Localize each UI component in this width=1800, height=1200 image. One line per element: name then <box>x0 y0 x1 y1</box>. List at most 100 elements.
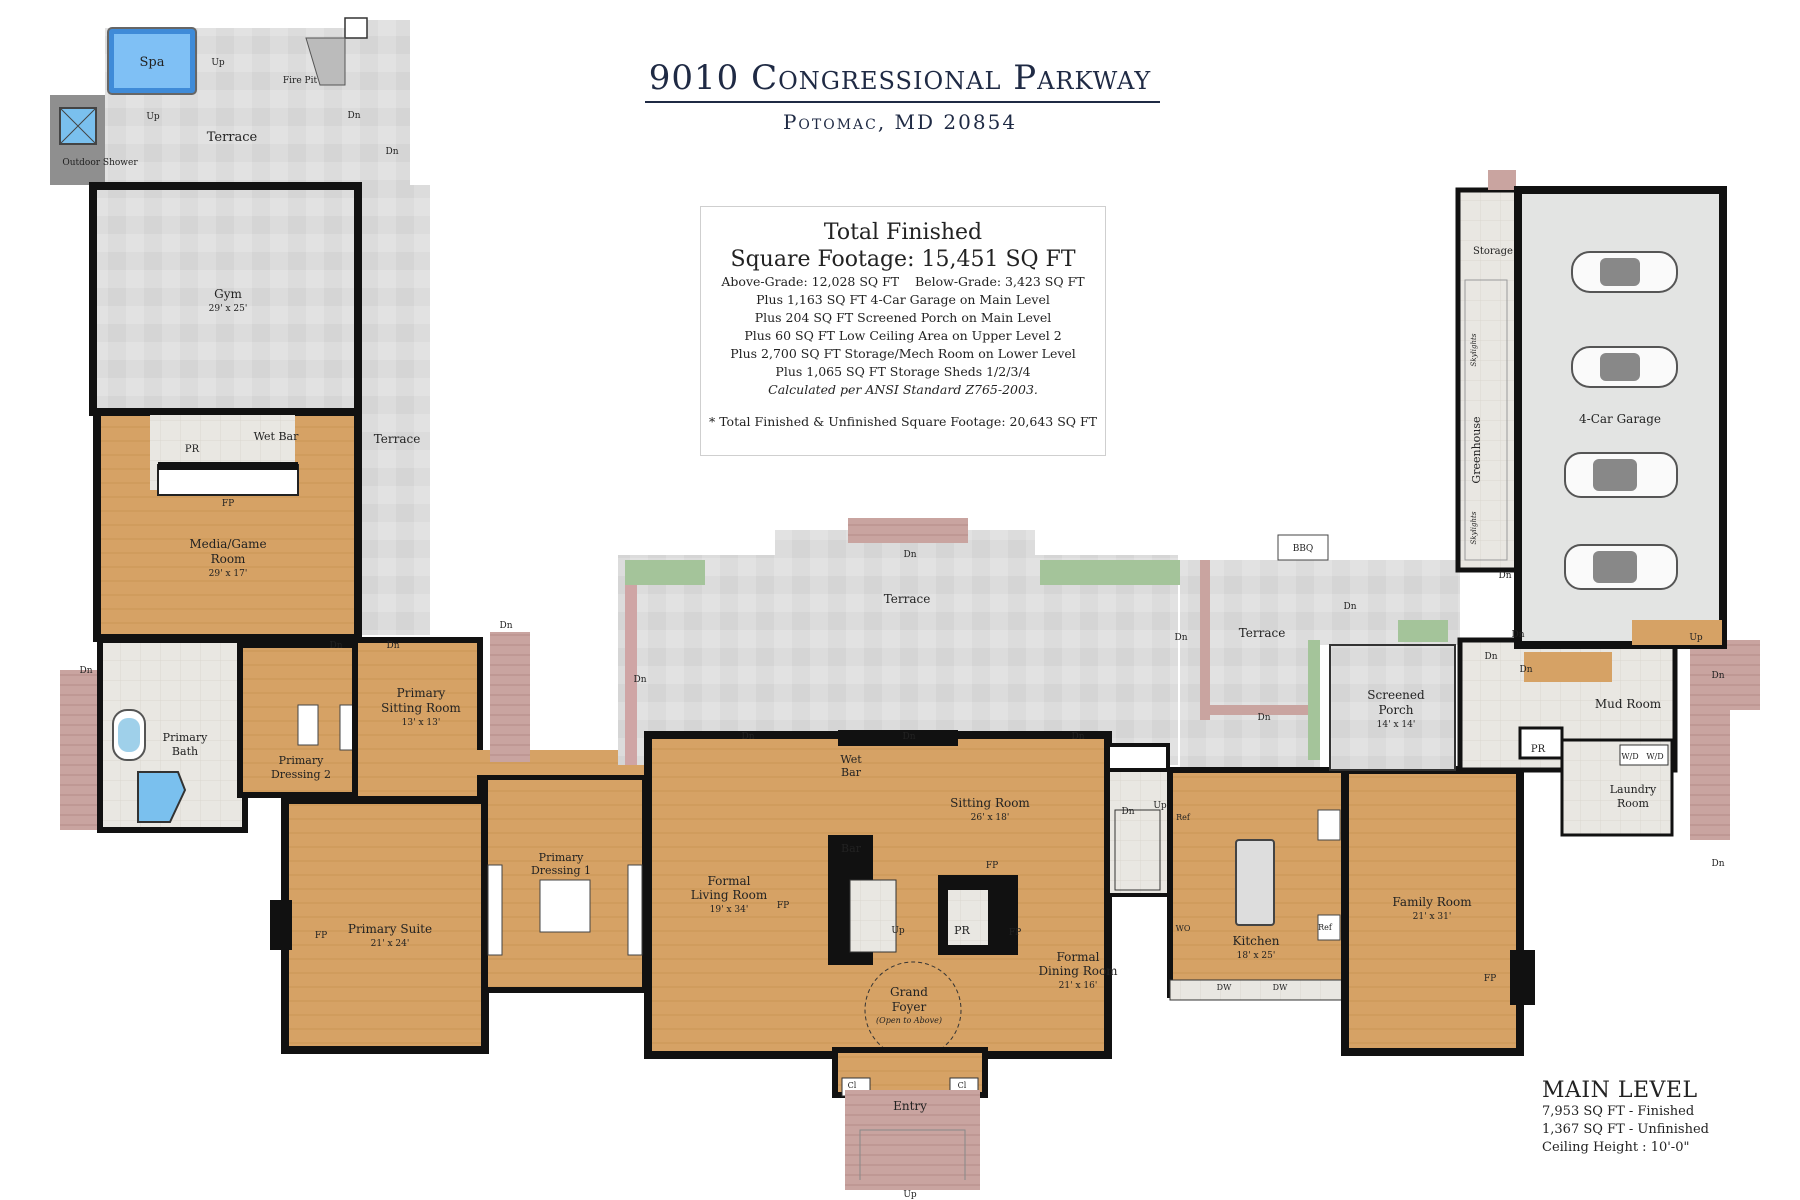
room-label: PR <box>185 444 200 455</box>
stair-down-label: Dn <box>1711 859 1724 869</box>
room-label: Room <box>1617 797 1650 810</box>
stair-up-label: Up <box>211 58 225 68</box>
room-label: Bar <box>841 842 862 855</box>
room-label: Skylights <box>1470 333 1478 366</box>
room-label: Primary <box>279 754 324 767</box>
room-label: Sitting Room <box>381 701 461 715</box>
stair-up-label: Up <box>891 926 905 936</box>
fireplace-label: FP <box>777 901 789 911</box>
room-dimensions: 21' x 31' <box>1413 912 1452 922</box>
appliance-label: W/D <box>1646 752 1663 761</box>
stair-up-label: Up <box>146 112 160 122</box>
stair-markers: Up Up Dn Dn Dn Dn Dn Dn Dn Dn Dn Dn Dn D… <box>79 58 1724 1200</box>
fireplace-label: FP <box>986 861 998 871</box>
stair-down-label: Dn <box>903 550 916 560</box>
title-underline <box>645 101 1160 103</box>
stair-up-label: Up <box>1153 801 1167 811</box>
stair-down-label: Dn <box>1071 732 1084 742</box>
room-label: Fire Pit <box>283 76 318 86</box>
room-label: PR <box>954 924 970 937</box>
summary-line: Plus 1,163 SQ FT 4-Car Garage on Main Le… <box>756 292 1050 307</box>
car-icon <box>1571 346 1678 388</box>
closet-label: Cl <box>848 1081 857 1090</box>
room-label: Spa <box>140 55 165 70</box>
east-wing <box>1329 170 1760 840</box>
main-house <box>644 730 1535 1190</box>
car-icon <box>1571 251 1678 293</box>
square-footage-summary: Total Finished Square Footage: 15,451 SQ… <box>700 206 1106 456</box>
room-label: Gym <box>214 287 242 301</box>
appliance-label: W/D <box>1621 752 1638 761</box>
stair-down-label: Dn <box>1711 671 1724 681</box>
stair-down-label: Dn <box>499 621 512 631</box>
page-title: 9010 Congressional Parkway <box>648 58 1152 98</box>
level-summary: MAIN LEVEL 7,953 SQ FT - Finished 1,367 … <box>1542 1078 1709 1157</box>
room-dimensions: 19' x 34' <box>710 905 749 915</box>
stair-down-label: Dn <box>1519 665 1532 675</box>
room-label: Kitchen <box>1233 934 1280 948</box>
fireplace-label: FP <box>222 499 234 509</box>
room-label: Formal <box>1056 950 1099 964</box>
fireplace-label: FP <box>1009 928 1021 938</box>
room-label: Greenhouse <box>1470 416 1483 483</box>
room-label: Bar <box>841 766 862 779</box>
room-dimensions: 13' x 13' <box>402 718 441 728</box>
room-label: BBQ <box>1293 544 1314 554</box>
room-label: Storage <box>1473 246 1513 257</box>
stair-down-label: Dn <box>1257 713 1270 723</box>
fireplace-label: FP <box>315 931 327 941</box>
appliance-label: DW <box>1217 983 1232 992</box>
stair-down-label: Dn <box>633 675 646 685</box>
room-label: Primary Suite <box>348 922 432 936</box>
room-label: Formal <box>707 874 750 888</box>
room-label: Wet Bar <box>254 430 299 443</box>
room-label: Grand <box>890 985 928 999</box>
stair-down-label: Dn <box>1484 652 1497 662</box>
room-label: Dressing 1 <box>531 864 591 877</box>
summary-line: Plus 2,700 SQ FT Storage/Mech Room on Lo… <box>730 346 1076 361</box>
stair-up-label: Up <box>1689 633 1703 643</box>
room-dimensions: 29' x 25' <box>209 304 248 314</box>
room-dimensions: 21' x 16' <box>1059 981 1098 991</box>
stair-down-label: Dn <box>1174 633 1187 643</box>
room-label: Dressing 2 <box>271 768 331 781</box>
room-dimensions: 29' x 17' <box>209 569 248 579</box>
summary-line: Above-Grade: 12,028 SQ FT Below-Grade: 3… <box>721 274 1085 289</box>
room-label: Dining Room <box>1038 964 1118 978</box>
room-label: Media/Game <box>189 537 266 551</box>
stair-down-label: Dn <box>329 641 342 651</box>
room-label: 4-Car Garage <box>1579 412 1661 426</box>
car-icon <box>1564 452 1678 498</box>
room-dimensions: 26' x 18' <box>971 813 1010 823</box>
summary-standard-note: Calculated per ANSI Standard Z765-2003. <box>768 382 1038 397</box>
room-label: Screened <box>1367 688 1425 702</box>
room-dimensions: 14' x 14' <box>1377 720 1416 730</box>
stair-down-label: Dn <box>385 147 398 157</box>
stair-down-label: Dn <box>1511 630 1524 640</box>
summary-total-note: * Total Finished & Unfinished Square Foo… <box>708 414 1098 429</box>
room-label: Bath <box>172 745 198 758</box>
room-label: Family Room <box>1392 895 1472 909</box>
stair-down-label: Dn <box>902 732 915 742</box>
stair-up-label: Up <box>903 1190 917 1200</box>
room-label: Primary <box>163 731 208 744</box>
room-label: Sitting Room <box>950 796 1030 810</box>
room-label: Primary <box>397 686 446 700</box>
stair-down-label: Dn <box>1343 602 1356 612</box>
upper-terrace <box>50 17 410 188</box>
level-finished: 7,953 SQ FT - Finished <box>1542 1104 1695 1119</box>
stair-down-label: Dn <box>386 641 399 651</box>
gym-wing <box>89 182 430 642</box>
room-label: Terrace <box>1239 626 1286 640</box>
car-icon <box>1564 544 1678 590</box>
room-label: Outdoor Shower <box>62 158 138 168</box>
stair-down-label: Dn <box>1498 571 1511 581</box>
garage-cars <box>1564 251 1678 590</box>
appliance-label: WO <box>1176 924 1191 933</box>
fireplace-label: FP <box>1484 974 1496 984</box>
room-label: Primary <box>539 851 584 864</box>
room-labels: Spa Fire Pit Terrace Outdoor Shower Gym … <box>62 55 1663 1113</box>
room-label: Foyer <box>892 1000 927 1014</box>
summary-line: Plus 60 SQ FT Low Ceiling Area on Upper … <box>744 328 1062 343</box>
